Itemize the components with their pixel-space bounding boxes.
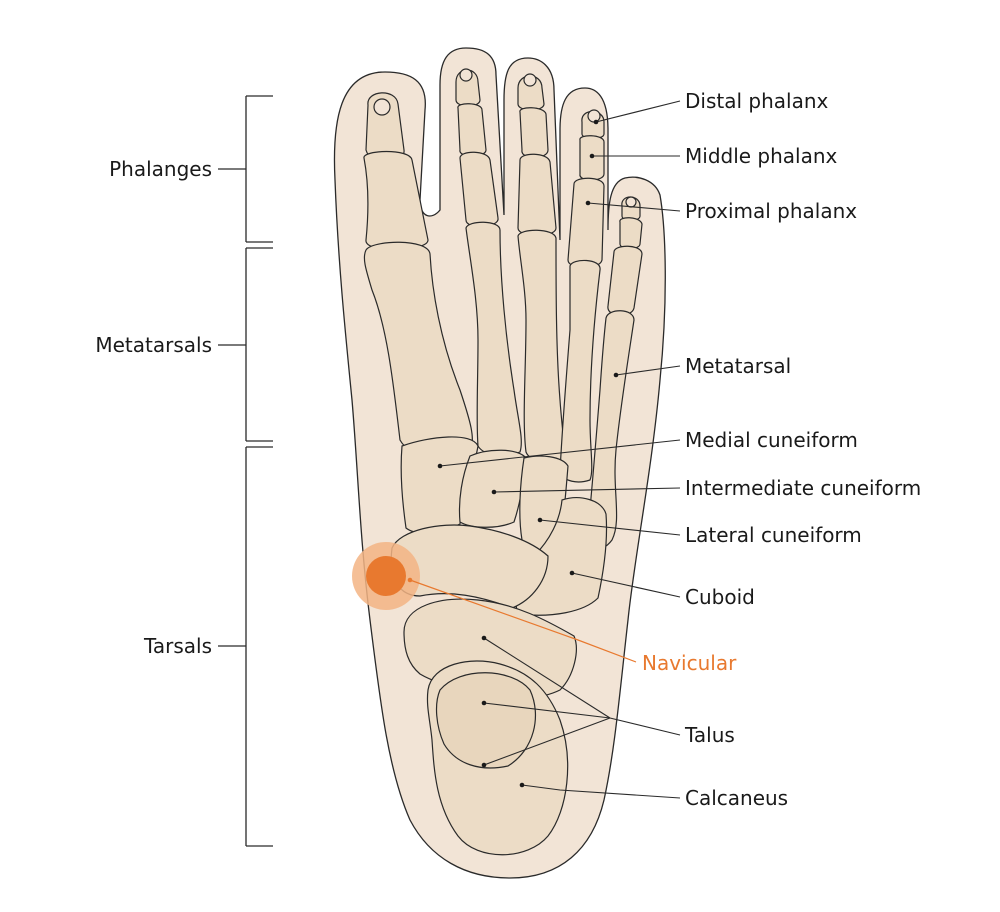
toe2-middle-phalanx [457, 103, 487, 157]
leader-distal-phalanx [595, 100, 681, 123]
bracket-phalanges [218, 95, 273, 243]
label-middle-phalanx: Middle phalanx [685, 144, 838, 168]
bracket-metatarsals [218, 247, 273, 442]
bracket-tarsals [218, 446, 273, 847]
toe3-middle-phalanx [519, 107, 549, 159]
leader-talus-a [483, 637, 611, 719]
toe3-nail-mark [523, 73, 537, 87]
navicular-highlight-dot [366, 556, 406, 596]
toe4-proximal-phalanx [567, 177, 605, 269]
metatarsal-4 [559, 259, 601, 483]
leader-metatarsal [615, 365, 681, 376]
label-intermediate-cuneiform: Intermediate cuneiform [685, 476, 922, 500]
leader-talus-main [609, 717, 681, 736]
label-navicular: Navicular [642, 651, 737, 675]
hallux-bones [363, 92, 429, 251]
label-metatarsal: Metatarsal [685, 354, 792, 378]
hallux-nail-mark [373, 98, 391, 116]
dot-lateral-cuneiform [537, 517, 543, 523]
dot-talus-c [481, 762, 487, 768]
label-metatarsals: Metatarsals [95, 333, 212, 357]
dot-talus-b [481, 700, 487, 706]
dot-talus-a [481, 635, 487, 641]
leader-dots [437, 119, 619, 788]
dot-navicular [407, 577, 413, 583]
metatarsal-5 [587, 310, 635, 550]
toe3-proximal-phalanx [517, 153, 557, 237]
dot-cuboid [569, 570, 575, 576]
dot-metatarsal [613, 372, 619, 378]
label-proximal-phalanx: Proximal phalanx [685, 199, 858, 223]
dot-medial-cuneiform [437, 463, 443, 469]
hallux-proximal-phalanx [363, 150, 429, 251]
metatarsal-bones [363, 221, 635, 550]
dot-distal-phalanx [593, 119, 599, 125]
group-brackets [218, 95, 273, 847]
dot-proximal-phalanx [585, 200, 591, 206]
toe5-middle-phalanx [619, 217, 643, 250]
leader-lines [439, 100, 681, 799]
talus-head-inner [435, 672, 537, 769]
leader-proximal-phalanx [587, 202, 681, 212]
leader-calcaneus [521, 784, 681, 799]
leader-navicular [409, 579, 637, 663]
leader-intermediate-cuneiform [493, 487, 681, 493]
label-lateral-cuneiform: Lateral cuneiform [685, 523, 862, 547]
dot-middle-phalanx [589, 153, 595, 159]
label-talus: Talus [685, 723, 735, 747]
leader-talus-c [483, 717, 611, 766]
label-tarsals: Tarsals [143, 634, 212, 658]
label-cuboid: Cuboid [685, 585, 755, 609]
label-phalanges: Phalanges [109, 157, 212, 181]
toe5-nail-mark [625, 196, 637, 208]
dot-intermediate-cuneiform [491, 489, 497, 495]
dot-calcaneus [519, 782, 525, 788]
tarsal-bones [390, 436, 608, 856]
leader-talus-b [483, 702, 611, 719]
leader-cuboid [571, 572, 681, 598]
leader-medial-cuneiform [439, 439, 681, 467]
toe5-proximal-phalanx [607, 245, 643, 316]
leader-lateral-cuneiform [539, 519, 681, 536]
intermediate-cuneiform-bone [458, 449, 527, 528]
toe2-nail-mark [459, 68, 473, 82]
label-distal-phalanx: Distal phalanx [685, 89, 829, 113]
medial-cuneiform-bone [400, 436, 479, 534]
toe4-nail-mark [587, 109, 601, 123]
metatarsal-2 [465, 221, 522, 456]
label-medial-cuneiform: Medial cuneiform [685, 428, 858, 452]
label-calcaneus: Calcaneus [685, 786, 789, 810]
